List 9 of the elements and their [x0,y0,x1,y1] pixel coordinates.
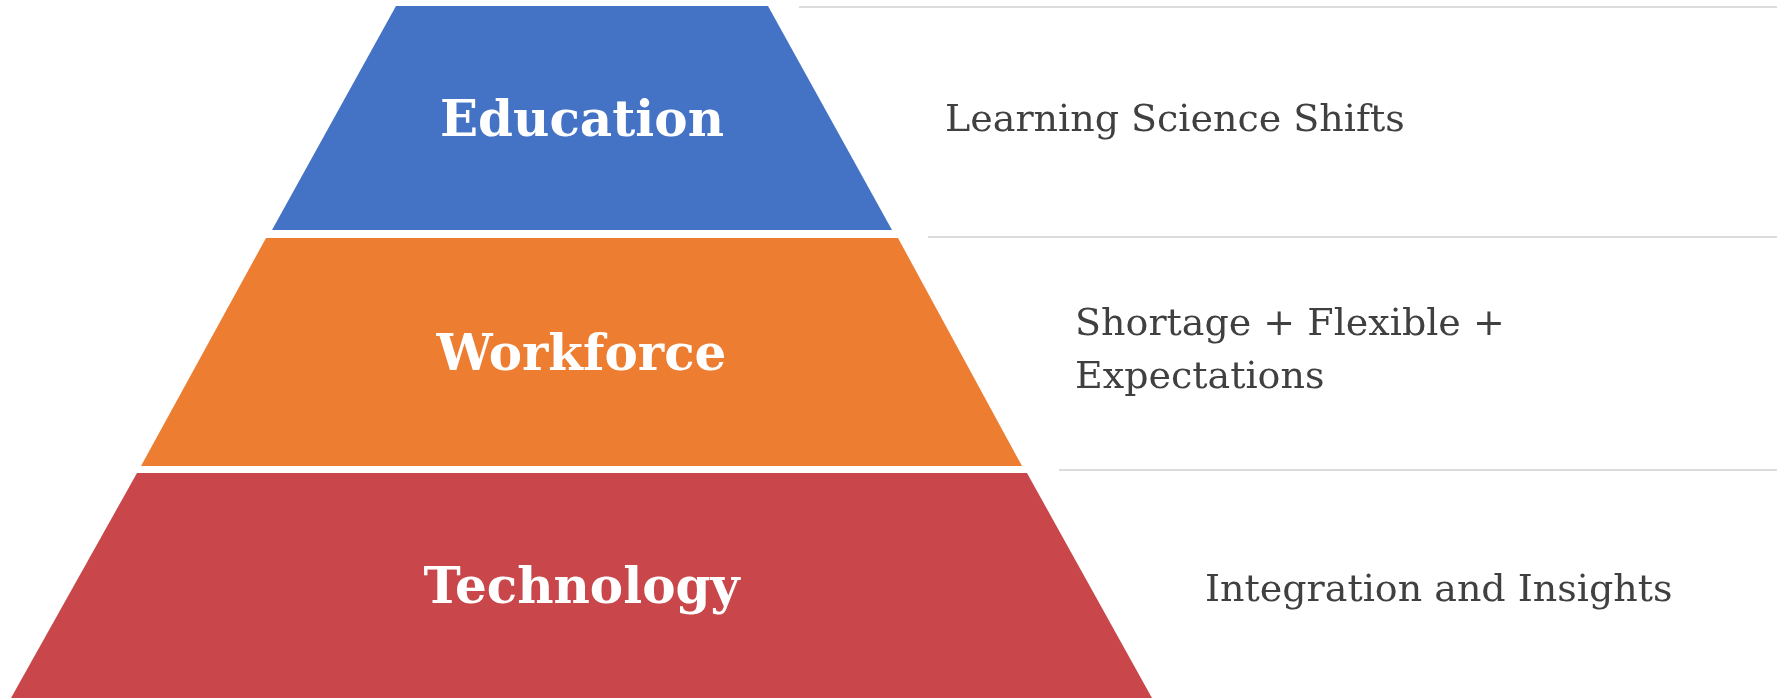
pyramid-tier [141,238,1022,466]
tier-description: Integration and Insights [1205,565,1674,612]
tier-label: Technology [423,558,740,613]
tier-label: Education [439,90,725,146]
pyramid-tier [11,473,1152,698]
pyramid-tier [272,6,892,230]
tier-label: Workforce [436,324,727,380]
tier-description: Learning Science Shifts [945,95,1406,142]
tier-description: Shortage + Flexible + Expectations [1075,299,1506,400]
